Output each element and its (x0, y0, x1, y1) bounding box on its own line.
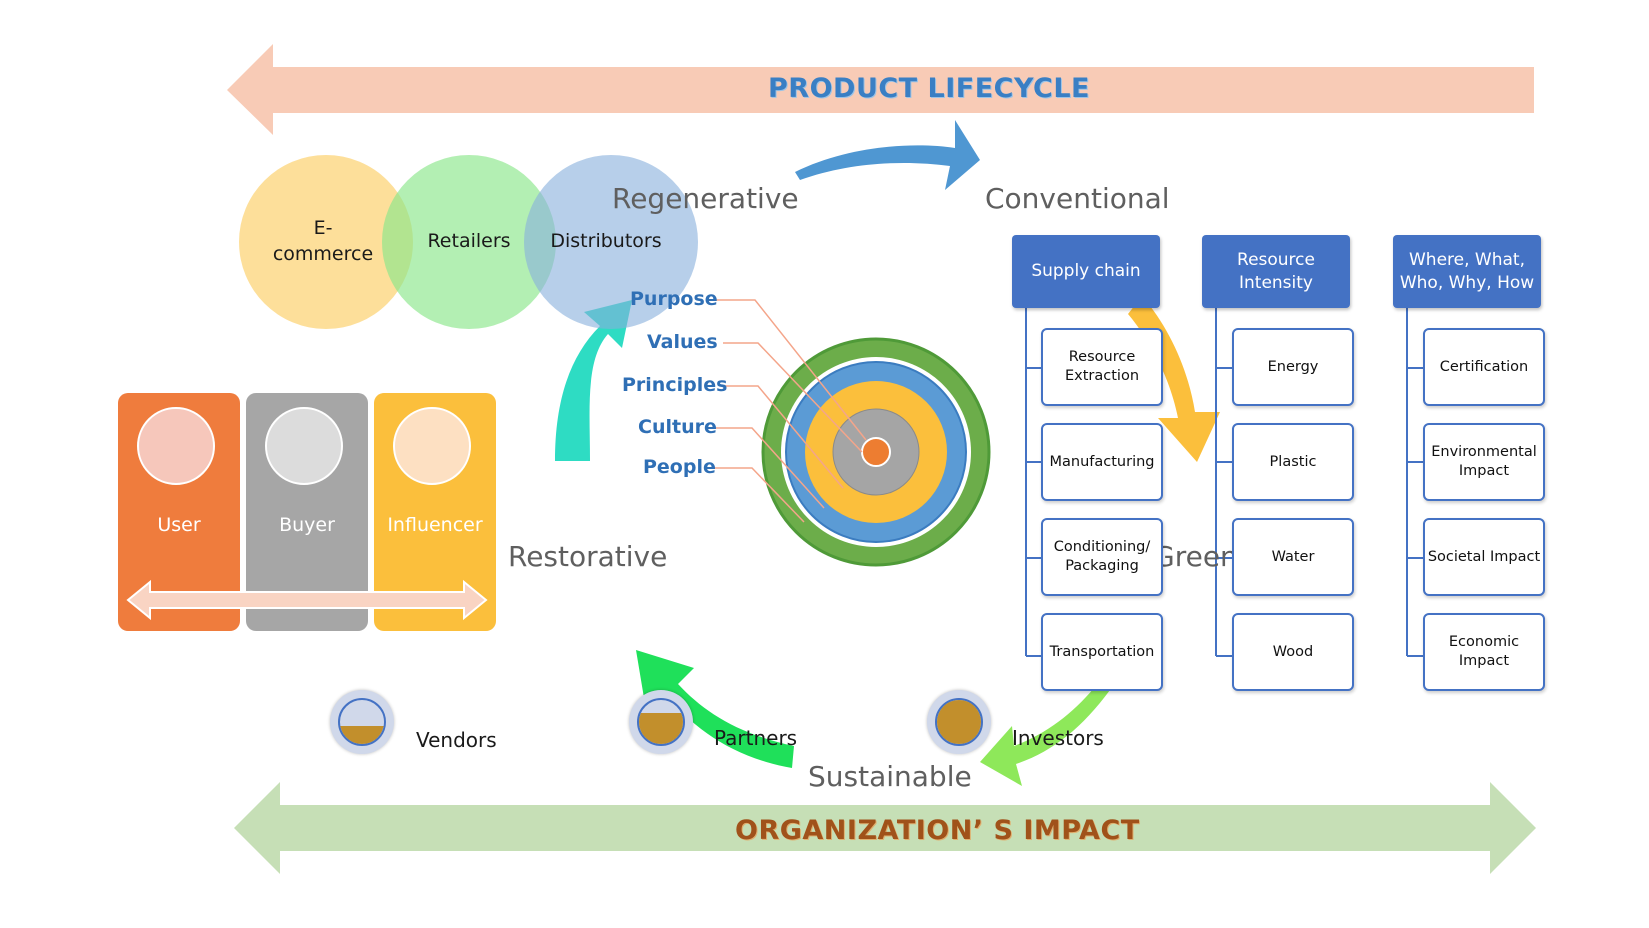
box-wood: Wood (1232, 613, 1354, 691)
user-avatar (137, 407, 215, 485)
target-label-purpose: Purpose (630, 288, 718, 310)
box-environmental-impact: Environmental Impact (1423, 423, 1545, 501)
arrow-to-restorative (636, 650, 794, 768)
user-label: User (157, 514, 201, 536)
ecommerce-label: E- commerce (272, 217, 374, 265)
header-where-what-who: Where, What, Who, Why, How (1393, 235, 1541, 308)
box-transportation: Transportation (1041, 613, 1163, 691)
box-societal-impact: Societal Impact (1423, 518, 1545, 596)
product-lifecycle-title: PRODUCT LIFECYCLE (768, 73, 1091, 104)
investors-icon (927, 690, 991, 754)
partners-icon (629, 690, 693, 754)
phase-sustainable: Sustainable (808, 760, 972, 793)
vendors-icon (330, 690, 394, 754)
box-economic-impact: Economic Impact (1423, 613, 1545, 691)
arrow-to-regenerative (555, 300, 632, 461)
product-lifecycle-arrow (227, 44, 1534, 135)
phase-restorative: Restorative (508, 540, 668, 573)
box-conditioning-packaging: Conditioning/ Packaging (1041, 518, 1163, 596)
vendors-label: Vendors (416, 728, 497, 752)
box-energy: Energy (1232, 328, 1354, 406)
influencer-label: Influencer (387, 514, 483, 536)
investors-fill (937, 700, 981, 744)
phase-green: Green (1153, 540, 1238, 573)
header-resource-intensity: Resource Intensity (1202, 235, 1350, 308)
target-label-culture: Culture (638, 416, 717, 438)
header-supply-chain: Supply chain (1012, 235, 1160, 308)
investors-label: Investors (1012, 726, 1104, 750)
roles-double-arrow (126, 579, 488, 621)
target-label-values: Values (647, 331, 718, 353)
box-plastic: Plastic (1232, 423, 1354, 501)
influencer-avatar (393, 407, 471, 485)
target-label-principles: Principles (622, 374, 728, 396)
arrow-to-sustainable (980, 688, 1110, 786)
phase-regenerative: Regenerative (612, 182, 799, 215)
organization-impact-title: ORGANIZATION’ S IMPACT (735, 815, 1140, 846)
distributors-label: Distributors (550, 230, 662, 253)
phase-conventional: Conventional (985, 182, 1170, 215)
arrow-to-conventional (795, 120, 980, 190)
box-manufacturing: Manufacturing (1041, 423, 1163, 501)
partners-fill (639, 713, 683, 744)
partners-label: Partners (714, 726, 798, 750)
box-water: Water (1232, 518, 1354, 596)
organization-impact-arrow (234, 782, 1536, 874)
distributors-circle: Distributors (524, 155, 698, 329)
box-certification: Certification (1423, 328, 1545, 406)
buyer-label: Buyer (279, 514, 335, 536)
target-label-people: People (643, 456, 716, 478)
retailers-label: Retailers (427, 230, 511, 253)
buyer-avatar (265, 407, 343, 485)
box-resource-extraction: Resource Extraction (1041, 328, 1163, 406)
vendors-fill (340, 726, 384, 744)
target-ring-purpose (861, 437, 891, 467)
